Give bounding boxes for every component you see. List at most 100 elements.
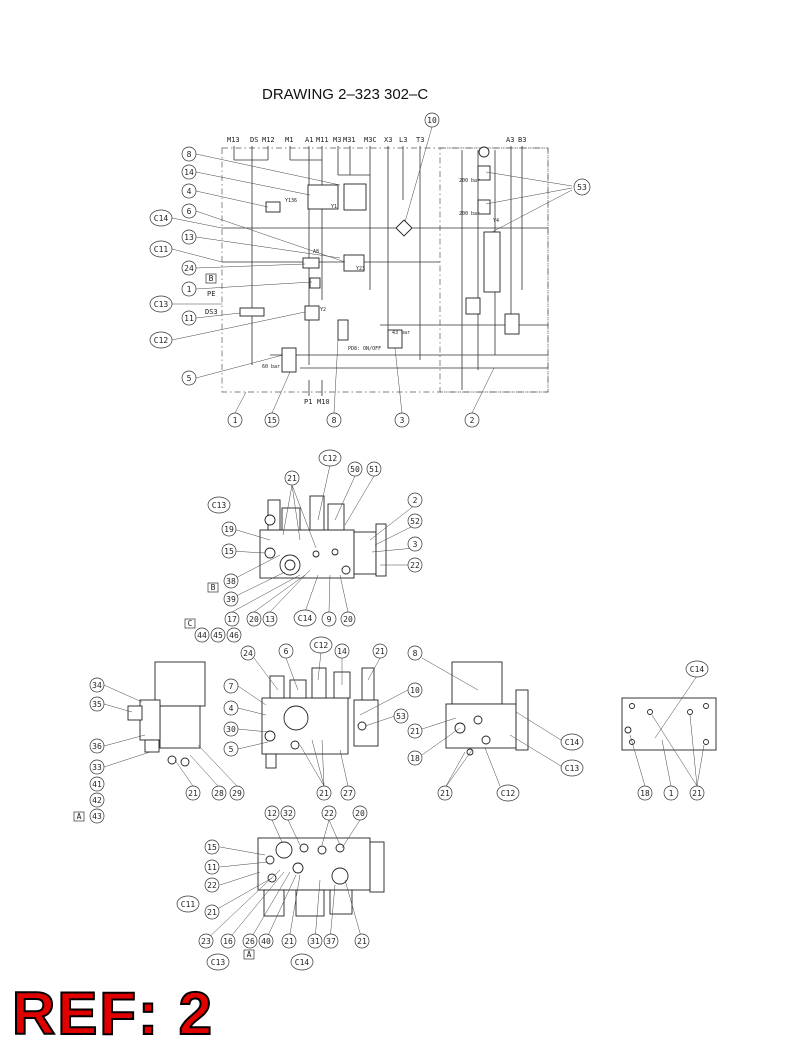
callout: 44 [197, 631, 207, 640]
callout: 39 [226, 595, 236, 604]
callout: 24 [243, 649, 253, 658]
port-label: A1 [305, 136, 313, 144]
solenoid-valve-y136 [265, 201, 281, 213]
callout: 15 [207, 843, 217, 852]
callout: 52 [410, 517, 420, 526]
callout: C13 [211, 958, 226, 967]
view-bottom-assembly: 12 32 22 20 15 11 22 C11 21 23 16 26 40 … [176, 805, 385, 971]
callout: B [209, 274, 214, 283]
hydraulic-schematic: M13 DS M12 M1 A1 M11 M3 M31 M3C X3 L3 T3… [149, 112, 591, 428]
schematic-callouts-left: 8 14 4 C14 6 13 C11 24 1 B C13 11 C12 5 [149, 146, 217, 386]
reference-label: REF: 2 [11, 980, 215, 1047]
orifice-ds3 [239, 307, 265, 317]
view-side-assembly: 8 21 18 C14 C13 21 C12 [407, 645, 584, 802]
port-lines [233, 146, 523, 365]
callout: 34 [92, 681, 102, 690]
callout: 4 [229, 704, 234, 713]
callout: 19 [224, 525, 234, 534]
port-label: M12 [262, 136, 275, 144]
label-200bar-top: 200 bar [459, 178, 480, 184]
callout: 10 [427, 116, 437, 125]
callout: 43 [92, 812, 102, 821]
solenoid-valve-y1 [302, 257, 320, 269]
label-60bar: 60 bar [262, 364, 280, 370]
callout: 20 [249, 615, 259, 624]
label-pe: PE [207, 290, 215, 298]
callout: 12 [267, 809, 277, 818]
schematic-callouts-right: 10 53 [424, 112, 591, 196]
callout: 22 [324, 809, 334, 818]
callout: C11 [181, 900, 196, 909]
schematic-right-block [439, 147, 549, 393]
callout: 42 [92, 796, 102, 805]
callout: 6 [284, 647, 289, 656]
callout: 51 [369, 465, 379, 474]
callout: 13 [265, 615, 275, 624]
callout: 7 [229, 682, 234, 691]
left-leaders [171, 126, 573, 414]
callout: 26 [245, 937, 255, 946]
callout: 8 [187, 150, 192, 159]
port-label: M11 [316, 136, 329, 144]
callout: 37 [326, 937, 336, 946]
callout: 35 [92, 700, 102, 709]
callout: 1 [669, 789, 674, 798]
callout: 21 [207, 908, 217, 917]
label-y1: Y1 [331, 204, 337, 210]
port-label: M10 [317, 398, 330, 406]
callout: 15 [267, 416, 277, 425]
callout: 16 [223, 937, 233, 946]
label-y4: Y4 [493, 218, 499, 224]
callout: 8 [413, 649, 418, 658]
callout: 2 [413, 496, 418, 505]
callout: 14 [184, 168, 194, 177]
label-y23: Y23 [356, 266, 365, 272]
pressure-valve-60bar [281, 347, 297, 373]
callout: 27 [343, 789, 353, 798]
view-a-assembly: 34 35 36 33 41 42 43 A 21 28 29 [73, 661, 245, 824]
schematic-callouts-bottom: 1 15 8 3 2 [227, 412, 480, 428]
callout: A [247, 950, 252, 959]
callout: 3 [400, 416, 405, 425]
callout: C [188, 619, 193, 628]
callout: 36 [92, 742, 102, 751]
callout: 3 [413, 540, 418, 549]
callout: C12 [314, 641, 329, 650]
port-label: M3C [364, 136, 377, 144]
port-label: M3 [333, 136, 341, 144]
label-ds3: DS3 [205, 308, 218, 316]
callout: 46 [229, 631, 239, 640]
callout: C14 [690, 665, 705, 674]
callout: 41 [92, 780, 102, 789]
check-valve [309, 277, 321, 289]
callout: C11 [154, 245, 169, 254]
callout: C12 [323, 454, 338, 463]
port-label: M13 [227, 136, 240, 144]
callout: 32 [283, 809, 293, 818]
callout: C14 [295, 958, 310, 967]
callout: 1 [187, 285, 192, 294]
port-label: DS [250, 136, 258, 144]
callout: 1 [233, 416, 238, 425]
drawing-title: DRAWING 2–323 302–C [262, 86, 429, 103]
callout: C12 [154, 336, 169, 345]
callout: C14 [154, 214, 169, 223]
callout: 21 [357, 937, 367, 946]
valve-block-a [307, 184, 339, 210]
callout: 21 [375, 647, 385, 656]
callout: 11 [184, 314, 194, 323]
bottom-port-labels: P1 M10 [304, 380, 330, 406]
port-label: A3 [506, 136, 514, 144]
callout: 24 [184, 264, 194, 273]
valve-block-b [343, 183, 367, 211]
callout: 5 [187, 374, 192, 383]
callout: 15 [224, 547, 234, 556]
callout: 5 [229, 745, 234, 754]
callout: 22 [410, 561, 420, 570]
callout: 21 [319, 789, 329, 798]
callout: C13 [212, 501, 227, 510]
technical-drawing: M13 DS M12 M1 A1 M11 M3 M31 M3C X3 L3 T3… [73, 112, 717, 971]
callout: C14 [565, 738, 580, 747]
solenoid-valve-y23 [343, 254, 365, 272]
callout: A [77, 812, 82, 821]
